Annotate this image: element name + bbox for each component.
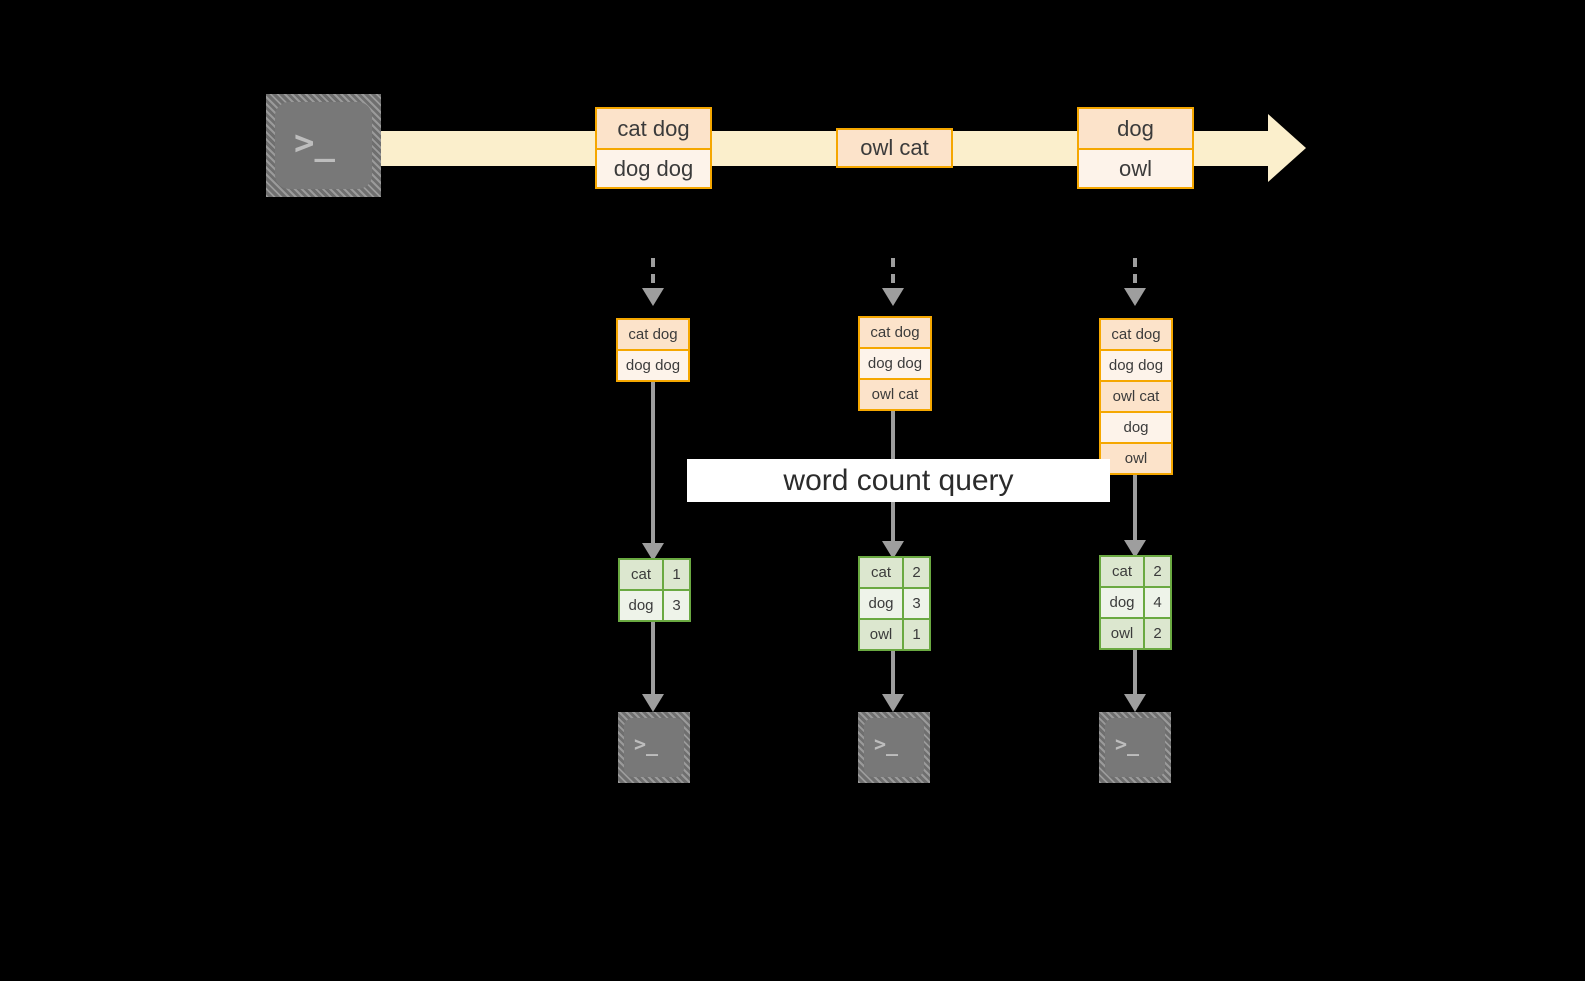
query-label-band: word count query	[687, 459, 1110, 502]
buffer-event: owl	[1101, 444, 1171, 473]
terminal-screen	[275, 102, 372, 189]
result-row: cat 2	[860, 558, 929, 589]
buffer-event: cat dog	[618, 320, 688, 351]
result-count: 1	[904, 620, 929, 649]
sink-flow-line-3	[1133, 650, 1137, 697]
stream-event-group-1: cat dog dog dog	[595, 107, 712, 189]
buffer-event: dog dog	[860, 349, 930, 380]
query-flow-arrowhead-2	[882, 541, 904, 559]
result-count: 4	[1145, 588, 1170, 617]
stream-event-group-3: dog owl	[1077, 107, 1194, 189]
result-row: owl 2	[1101, 619, 1170, 648]
result-word: dog	[860, 589, 904, 618]
sink-flow-arrowhead-3	[1124, 694, 1146, 712]
stream-event: cat dog	[597, 109, 710, 150]
result-count: 2	[1145, 619, 1170, 648]
terminal-screen	[1105, 718, 1165, 777]
snapshot-trigger-line	[651, 258, 655, 291]
result-row: dog 4	[1101, 588, 1170, 619]
result-count: 2	[1145, 557, 1170, 586]
query-label: word count query	[783, 463, 1014, 497]
result-table-2: cat 2 dog 3 owl 1	[858, 556, 931, 651]
snapshot-trigger-line	[1133, 258, 1137, 291]
sink-flow-line-2	[891, 651, 895, 697]
sink-flow-line-1	[651, 622, 655, 697]
stream-event-group-2: owl cat	[836, 128, 953, 168]
buffer-event: owl cat	[860, 380, 930, 409]
sink-terminal-1[interactable]: >_	[618, 712, 690, 783]
buffer-event: dog	[1101, 413, 1171, 444]
snapshot-trigger-arrowhead	[882, 288, 904, 306]
result-count: 1	[664, 560, 689, 589]
query-flow-arrowhead-1	[642, 543, 664, 561]
query-flow-arrowhead-3	[1124, 540, 1146, 558]
snapshot-trigger-arrowhead	[642, 288, 664, 306]
snapshot-trigger-arrowhead	[1124, 288, 1146, 306]
terminal-screen	[624, 718, 684, 777]
terminal-prompt-icon: >_	[874, 732, 899, 756]
result-table-3: cat 2 dog 4 owl 2	[1099, 555, 1172, 650]
result-word: cat	[1101, 557, 1145, 586]
result-word: cat	[620, 560, 664, 589]
buffer-event: dog dog	[618, 351, 688, 380]
terminal-prompt-icon: >_	[294, 123, 335, 163]
result-count: 2	[904, 558, 929, 587]
result-count: 3	[664, 591, 689, 620]
result-word: owl	[860, 620, 904, 649]
result-row: cat 2	[1101, 557, 1170, 588]
source-terminal[interactable]: >_	[266, 94, 381, 197]
snapshot-trigger-line	[891, 258, 895, 291]
result-row: dog 3	[620, 591, 689, 620]
terminal-screen	[864, 718, 924, 777]
sink-flow-arrowhead-1	[642, 694, 664, 712]
result-row: cat 1	[620, 560, 689, 591]
stream-event: dog	[1079, 109, 1192, 150]
snapshot-buffer-2: cat dog dog dog owl cat	[858, 316, 932, 411]
stream-event: owl cat	[838, 130, 951, 166]
snapshot-buffer-1: cat dog dog dog	[616, 318, 690, 382]
result-row: owl 1	[860, 620, 929, 649]
stream-event: owl	[1079, 150, 1192, 187]
result-word: dog	[620, 591, 664, 620]
snapshot-buffer-3: cat dog dog dog owl cat dog owl	[1099, 318, 1173, 475]
query-flow-line-3	[1133, 475, 1137, 543]
sink-terminal-3[interactable]: >_	[1099, 712, 1171, 783]
result-word: cat	[860, 558, 904, 587]
buffer-event: cat dog	[1101, 320, 1171, 351]
sink-flow-arrowhead-2	[882, 694, 904, 712]
result-table-1: cat 1 dog 3	[618, 558, 691, 622]
buffer-event: dog dog	[1101, 351, 1171, 382]
stream-event: dog dog	[597, 150, 710, 187]
result-word: owl	[1101, 619, 1145, 648]
terminal-prompt-icon: >_	[634, 732, 659, 756]
result-word: dog	[1101, 588, 1145, 617]
query-flow-line-1	[651, 382, 655, 546]
stream-arrowhead	[1268, 114, 1306, 182]
buffer-event: owl cat	[1101, 382, 1171, 413]
buffer-event: cat dog	[860, 318, 930, 349]
sink-terminal-2[interactable]: >_	[858, 712, 930, 783]
result-row: dog 3	[860, 589, 929, 620]
terminal-prompt-icon: >_	[1115, 732, 1140, 756]
result-count: 3	[904, 589, 929, 618]
